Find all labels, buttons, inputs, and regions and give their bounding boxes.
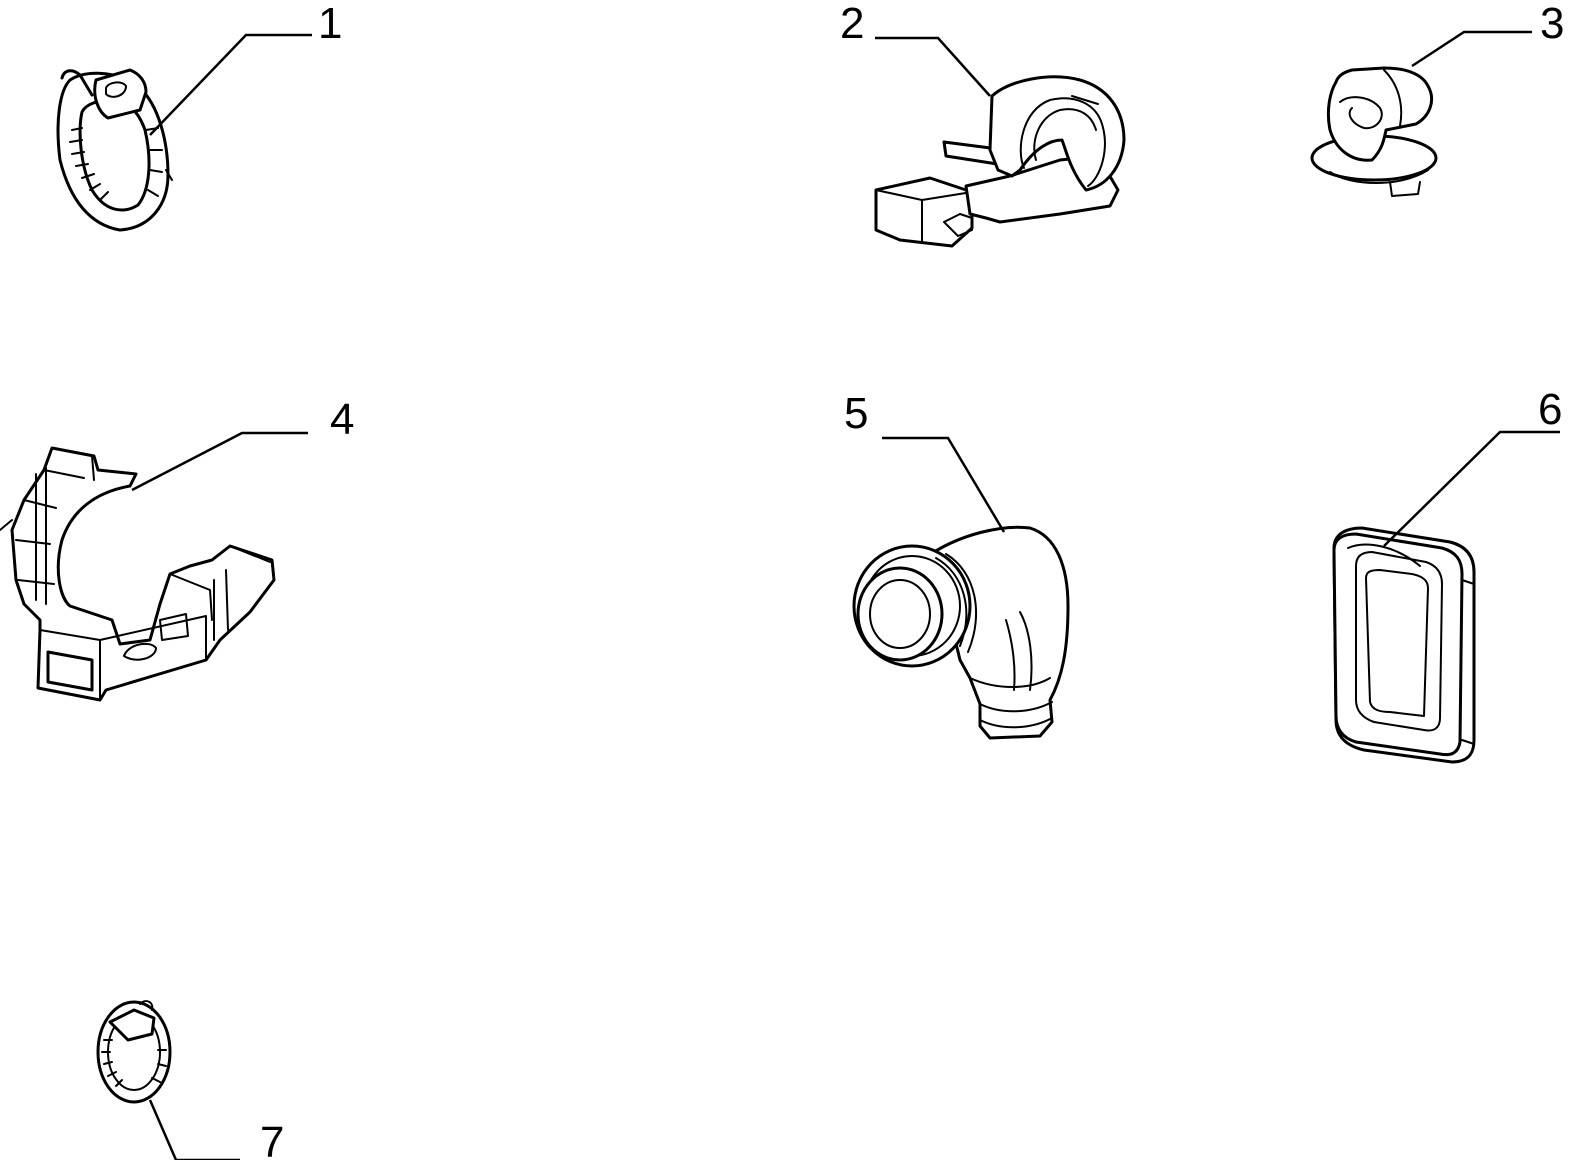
leader-line-6	[1383, 430, 1560, 547]
part-2-cable-clip-icon[interactable]	[874, 75, 1126, 248]
part-4-pipe-holder-bracket-icon[interactable]	[0, 446, 276, 702]
callout-5[interactable]: 5	[844, 389, 868, 438]
part-5-elbow-grommet-icon[interactable]	[852, 525, 1070, 740]
part-7-small-worm-clamp-icon[interactable]	[96, 1000, 172, 1104]
part-1-hose-clamp-band-icon[interactable]	[56, 68, 173, 232]
part-6-rectangular-grommet-icon[interactable]	[1332, 526, 1476, 764]
callout-1[interactable]: 1	[318, 0, 342, 48]
callout-6[interactable]: 6	[1538, 385, 1562, 434]
callout-2[interactable]: 2	[840, 0, 864, 48]
callout-3[interactable]: 3	[1540, 0, 1564, 48]
leader-line-4	[131, 431, 308, 492]
part-3-push-in-wire-clip-icon[interactable]	[1310, 66, 1438, 197]
leader-line-2	[875, 36, 991, 97]
callout-7[interactable]: 7	[260, 1118, 284, 1160]
leader-line-7	[148, 1099, 240, 1160]
leader-line-3	[1411, 30, 1532, 68]
leader-line-1	[149, 33, 312, 136]
leader-line-5	[882, 436, 1006, 533]
callout-4[interactable]: 4	[330, 395, 354, 444]
